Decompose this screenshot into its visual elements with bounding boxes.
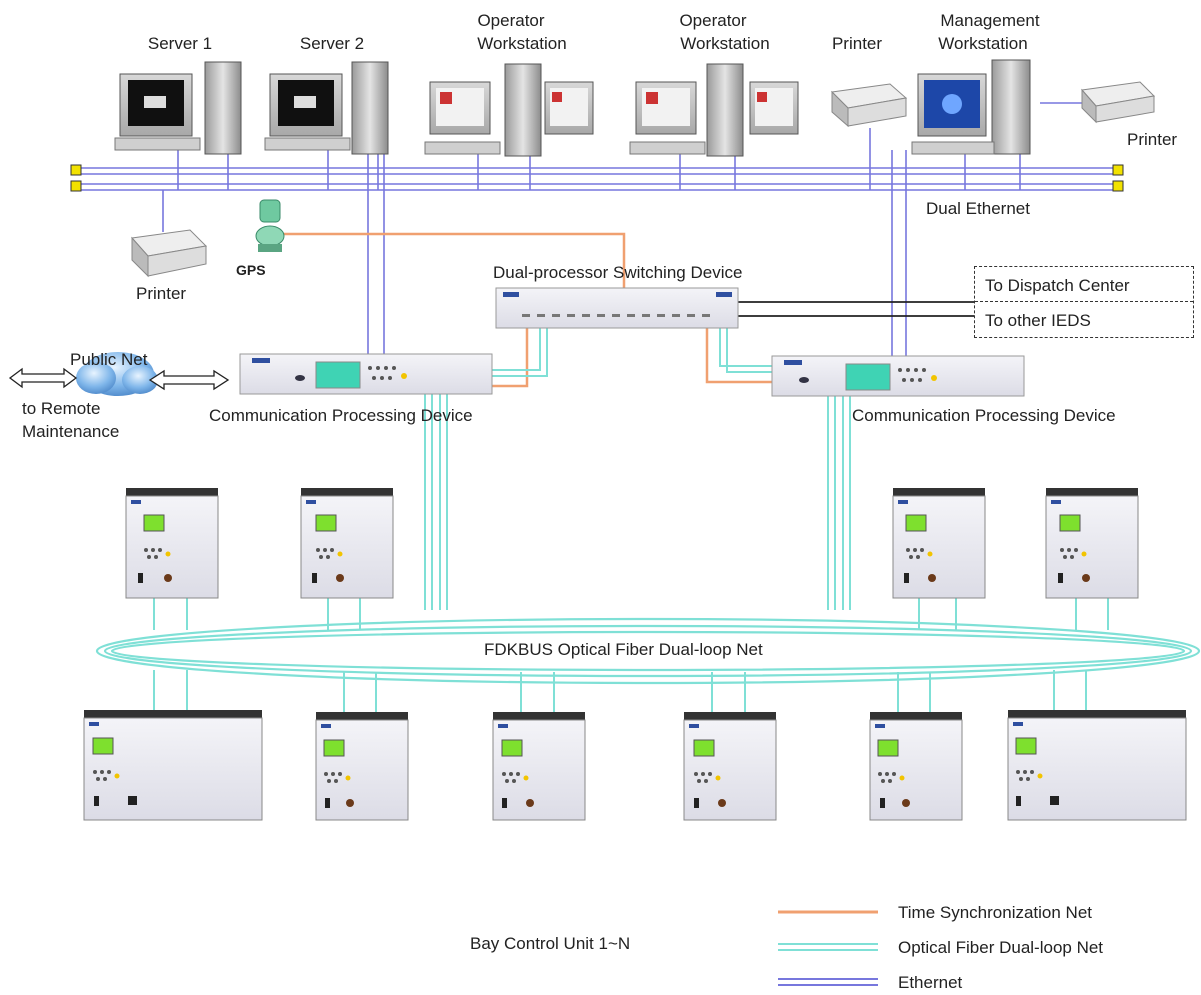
switching-device-chassis [495,287,739,329]
bay-unit-bottom-2 [315,712,409,821]
bay-unit-bottom-4 [683,712,777,821]
bay-unit-bottom-5 [869,712,963,821]
bay-unit-top-1 [125,488,219,599]
server2-computer [264,61,389,155]
printer-top-label: Printer [831,34,883,53]
bay-units-label: Bay Control Unit 1~N [470,934,631,953]
operator-workstation-2 [629,63,799,157]
bay-unit-bottom-6 [1007,710,1187,821]
legend-swatches [778,910,878,986]
dispatch-center-label: To Dispatch Center [985,276,1130,295]
fiber-links [153,328,1109,714]
operator-ws2-label-line2: Workstation [680,34,770,53]
printer-left [131,229,208,278]
server2-label: Server 2 [299,34,365,53]
ethernet-connectors [70,164,1124,192]
legend-fiber-label: Optical Fiber Dual-loop Net [898,938,1104,957]
server1-computer [114,61,242,155]
other-ieds-label: To other IEDS [985,311,1091,330]
bay-unit-top-4 [1045,488,1139,599]
comm-device-right-label: Communication Processing Device [852,406,1116,425]
operator-ws2-label-line1: Operator [679,11,747,30]
comm-device-right-chassis [771,355,1025,397]
operator-ws1-label-line1: Operator [477,11,545,30]
comm-device-left-label: Communication Processing Device [209,406,473,425]
printer-right [1081,81,1156,124]
switching-device-label: Dual-processor Switching Device [493,263,743,282]
public-net-label: Public Net [70,350,148,369]
bay-unit-bottom-1 [83,710,263,821]
gps-receiver [255,199,285,252]
operator-workstation-1 [424,63,594,157]
server1-label: Server 1 [147,34,213,53]
legend-time-sync-label: Time Synchronization Net [898,903,1093,922]
printer-top [830,83,908,128]
external-destinations-box: To Dispatch Center To other IEDS [974,266,1194,338]
time-sync-lines [282,232,772,388]
dual-ethernet-bus [78,102,1118,356]
legend-ethernet-label: Ethernet [898,973,963,992]
fiber-loop-label: FDKBUS Optical Fiber Dual-loop Net [484,640,763,659]
printer-left-label: Printer [136,284,187,303]
bay-unit-top-3 [892,488,986,599]
bay-unit-top-2 [300,488,394,599]
remote-maintenance-label-line1: to Remote [22,399,101,418]
comm-device-left-chassis [239,353,493,395]
bay-unit-bottom-3 [492,712,586,821]
management-ws-label-line2: Workstation [938,34,1028,53]
remote-link-arrows [8,367,230,391]
printer-right-label: Printer [1127,130,1178,149]
management-ws-label-line1: Management [940,11,1040,30]
public-net-cloud [76,352,158,396]
legend-ethernet-swatch [778,978,878,986]
remote-maintenance-label-line2: Maintenance [22,422,120,441]
management-workstation [911,59,1031,155]
dispatch-links [738,301,974,317]
legend-fiber-swatch [778,943,878,951]
fiber-dual-loop [95,617,1201,685]
dual-ethernet-label: Dual Ethernet [926,199,1030,218]
gps-label: GPS [236,262,266,278]
operator-ws1-label-line2: Workstation [477,34,567,53]
